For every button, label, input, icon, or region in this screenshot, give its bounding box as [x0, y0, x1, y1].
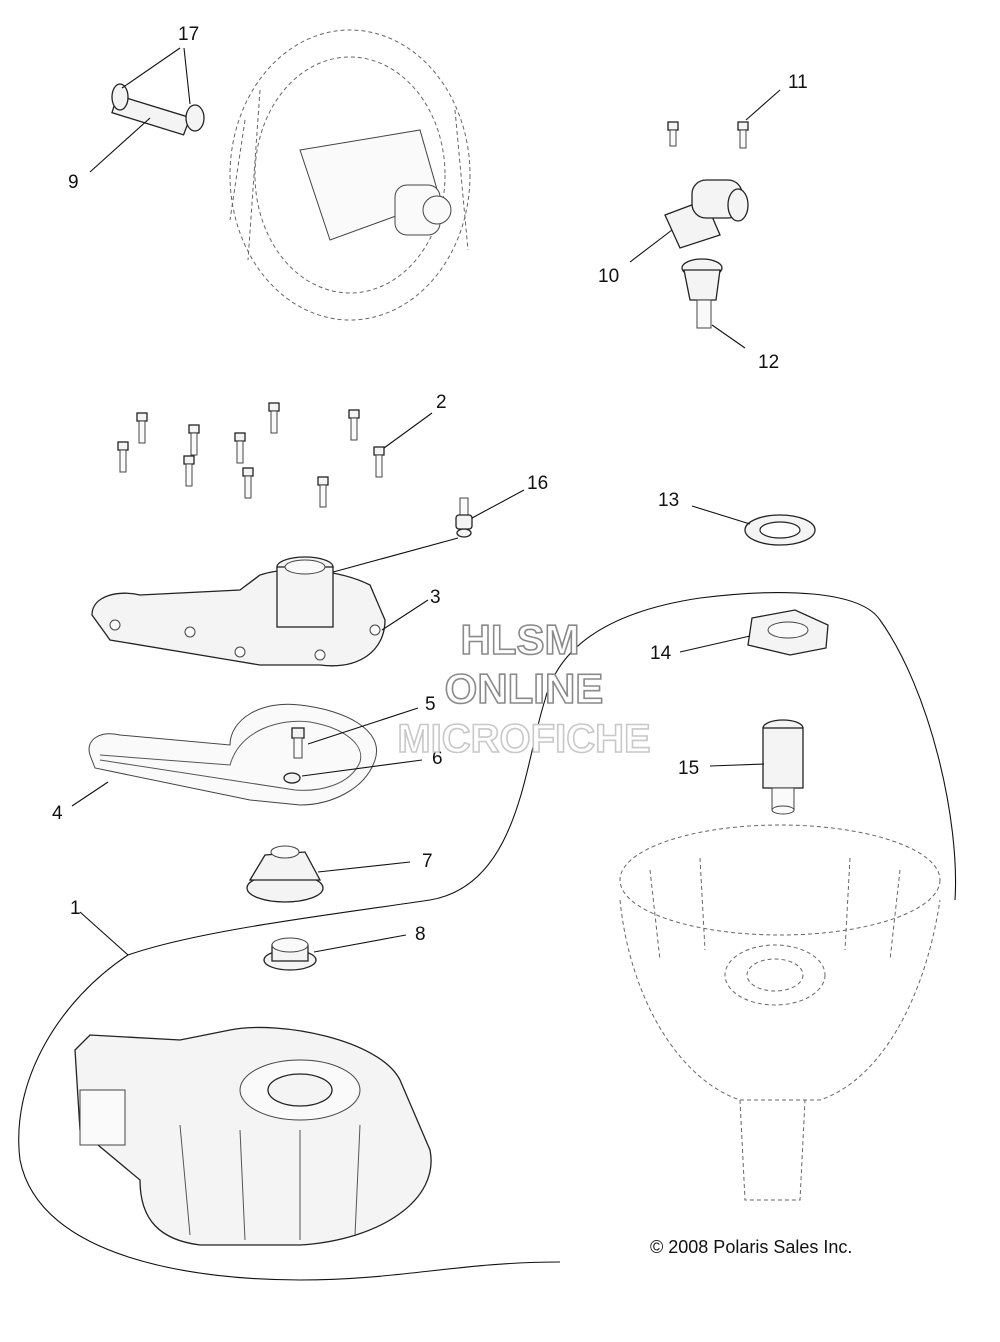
leader-4 — [71, 781, 109, 807]
part-4-gasket — [88, 703, 377, 806]
callout-4: 4 — [52, 803, 63, 824]
callout-8: 8 — [415, 924, 426, 945]
copyright-text: © 2008 Polaris Sales Inc. — [650, 1237, 852, 1257]
part-16-fitting — [455, 497, 473, 538]
group-outline — [127, 592, 957, 956]
leader-13 — [691, 505, 751, 525]
part-11-bolts — [667, 121, 749, 149]
leader-16 — [471, 489, 525, 519]
callout-14: 14 — [650, 643, 672, 664]
leader-1 — [79, 911, 129, 956]
callout-7: 7 — [422, 851, 433, 872]
part-15-shaft — [762, 719, 804, 815]
callout-17: 17 — [178, 24, 199, 45]
part-5-bolt — [291, 727, 305, 759]
leader-11 — [745, 89, 781, 121]
watermark-line-1: HLSM — [461, 616, 580, 663]
leader-3 — [381, 599, 429, 631]
leader-15 — [709, 763, 765, 767]
part-10-thermostat-housing — [664, 179, 749, 249]
engine-housing-reference — [229, 29, 471, 321]
crankcase-reference — [619, 824, 941, 1201]
callout-2: 2 — [436, 392, 447, 413]
callout-1: 1 — [70, 898, 81, 919]
callout-5: 5 — [425, 694, 436, 715]
callout-3: 3 — [430, 587, 441, 608]
part-13-lock-washer — [744, 514, 816, 546]
watermark-line-2: ONLINE — [445, 665, 604, 712]
part-3-pump-cover — [91, 556, 386, 667]
part-9-tube — [111, 83, 205, 136]
leader-12 — [711, 324, 746, 349]
callout-11: 11 — [788, 72, 808, 93]
leader-7 — [317, 861, 411, 873]
leader-6 — [301, 759, 423, 777]
watermark-line-3: MICROFICHE — [397, 717, 650, 761]
leader-5 — [307, 707, 419, 745]
part-1-cover — [74, 1026, 432, 1246]
callout-16: 16 — [527, 473, 548, 494]
leader-2 — [383, 412, 433, 449]
leader-16b — [325, 537, 459, 575]
part-12-thermostat — [681, 258, 723, 329]
leader-14 — [679, 635, 751, 653]
group-outline-lower — [18, 954, 561, 1281]
leader-9 — [89, 117, 151, 173]
part-6-washer — [283, 772, 301, 784]
callout-9: 9 — [68, 172, 79, 193]
part-8-seal — [263, 937, 317, 971]
part-7-impeller — [246, 845, 324, 903]
callout-10: 10 — [598, 266, 619, 287]
part-4-gasket-inner — [99, 720, 362, 791]
leader-17a — [121, 47, 181, 89]
leader-10 — [629, 229, 673, 263]
callout-12: 12 — [758, 352, 779, 373]
part-14-gear — [747, 609, 829, 656]
part-2-bolts — [117, 402, 385, 508]
callout-6: 6 — [432, 748, 443, 769]
callout-15: 15 — [678, 758, 699, 779]
leader-8 — [313, 934, 407, 953]
callout-13: 13 — [658, 490, 679, 511]
leader-17b — [183, 47, 191, 105]
